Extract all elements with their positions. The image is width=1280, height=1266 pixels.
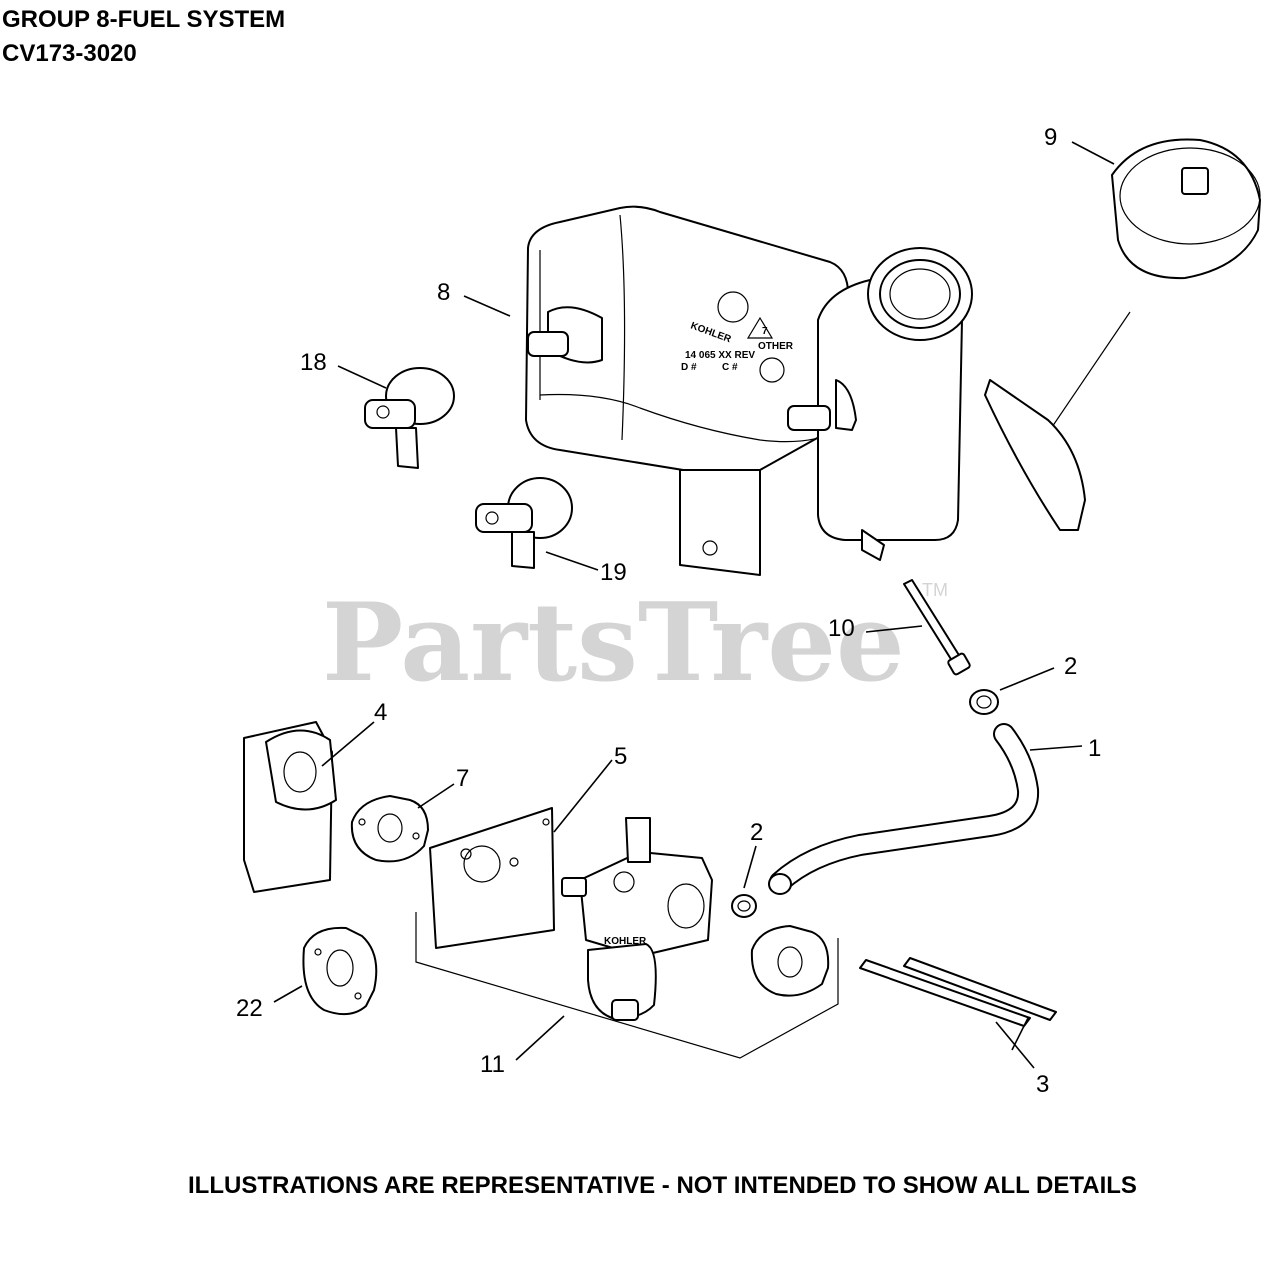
callout-3[interactable]: 3 [1036,1071,1049,1098]
part-studs-3[interactable] [859,957,1057,1027]
callout-11[interactable]: 11 [480,1051,505,1078]
part-clip-19[interactable] [475,477,573,569]
tank-code-mark: 14 065 XX REV [685,350,755,361]
callout-18[interactable]: 18 [300,349,327,376]
recycle-label: OTHER [758,341,794,352]
part-gasket-11[interactable] [750,925,830,997]
part-carburetor[interactable]: KOHLER [561,817,713,1021]
watermark-tm: TM [922,580,948,600]
callout-9[interactable]: 9 [1044,124,1057,151]
part-gasket-7[interactable] [350,795,429,863]
callout-2-lower[interactable]: 2 [750,819,763,846]
part-screw-10[interactable] [903,579,971,676]
tank-c-mark: C # [722,362,738,373]
part-fuel-cap[interactable] [984,138,1261,531]
part-plate-5[interactable] [429,807,555,949]
part-fuel-tank[interactable]: KOHLER 7 OTHER 14 065 XX REV D # C # [525,205,973,576]
part-fuel-line[interactable] [768,723,1040,895]
part-clip-18[interactable] [364,367,455,469]
group-bracket-11 [415,912,839,1059]
callout-labels: 9 8 18 19 10 2 1 4 7 5 2 22 11 3 [236,124,1101,1098]
part-clamp-2-lower[interactable] [731,894,757,918]
callout-2-upper[interactable]: 2 [1064,653,1077,680]
part-gasket-22[interactable] [302,926,378,1016]
leader-lines [273,141,1115,1069]
diagram-title: GROUP 8-FUEL SYSTEM [2,6,286,33]
callout-1[interactable]: 1 [1088,735,1101,762]
model-number: CV173-3020 [2,40,137,67]
carburetor-brand-mark: KOHLER [604,936,647,947]
tank-d-mark: D # [681,362,697,373]
recycle-number: 7 [762,326,768,337]
callout-8[interactable]: 8 [437,279,450,306]
watermark-text: PartsTree [322,580,905,706]
callout-5[interactable]: 5 [614,743,627,770]
callout-22[interactable]: 22 [236,995,263,1022]
callout-10[interactable]: 10 [828,615,855,642]
part-clamp-2-upper[interactable] [969,689,999,715]
callout-7[interactable]: 7 [456,765,469,792]
disclaimer-footer: ILLUSTRATIONS ARE REPRESENTATIVE - NOT I… [188,1172,1137,1199]
callout-4[interactable]: 4 [374,699,387,726]
part-adapter-4[interactable] [243,721,337,893]
callout-19[interactable]: 19 [600,559,627,586]
